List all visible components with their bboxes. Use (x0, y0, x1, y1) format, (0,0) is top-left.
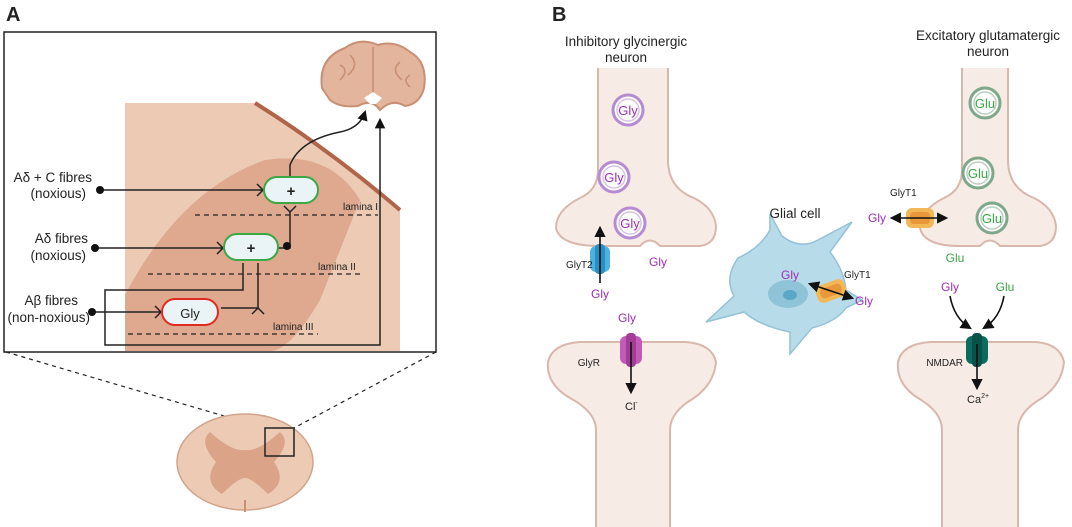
gly-vesicle: Gly (613, 206, 647, 240)
fibre-3-line1: Aβ fibres (24, 293, 78, 308)
excitatory-neuron-2 (223, 233, 279, 261)
nmdar-receptor (949, 295, 1005, 391)
gly-vesicle: Gly (597, 160, 631, 194)
gly-vesicle-label-3: Gly (620, 216, 640, 231)
inhibitory-postsynaptic-terminal (546, 341, 718, 527)
glial-cell (705, 213, 864, 357)
excitatory-postsynaptic-terminal (896, 341, 1066, 527)
excitatory-gly-label: Gly (868, 211, 886, 225)
excitatory-sign-2: + (247, 240, 256, 257)
nmdar-label: NMDAR (926, 358, 963, 369)
glu-vesicle-label-1: Glu (975, 96, 995, 111)
excitatory-sign-1: + (287, 183, 296, 200)
glu-vesicle-label-2: Glu (968, 166, 988, 181)
released-gly-label: Gly (649, 255, 667, 269)
gly-vesicle: Gly (611, 93, 645, 127)
lamina-ii-label: lamina II (318, 262, 356, 273)
synapse-dot (283, 242, 291, 250)
glyr-label: GlyR (578, 358, 600, 369)
glyt2-transporter (590, 225, 610, 283)
glial-gly-label-in: Gly (781, 268, 799, 282)
glyt2-gly-label: Gly (591, 287, 609, 301)
excitatory-title-line2: neuron (967, 44, 1009, 59)
gly-vesicle-label-1: Gly (618, 103, 638, 118)
fibre-terminal-1 (96, 186, 104, 194)
panel-a-label: A (6, 4, 20, 26)
lamina-lines (128, 214, 378, 335)
excitatory-title-line1: Excitatory glutamatergic (916, 28, 1060, 43)
panel-b-label: B (552, 4, 566, 26)
fibre-2-line2: (noxious) (30, 248, 86, 263)
brain-icon (320, 40, 426, 112)
excitatory-glyt1-transporter (889, 208, 949, 228)
glu-vesicle: Glu (961, 156, 995, 190)
glial-cell-label: Glial cell (769, 206, 820, 221)
excitatory-glyt1-label: GlyT1 (890, 188, 917, 199)
fibre-1-line2: (noxious) (30, 186, 86, 201)
glial-glyt1-label: GlyT1 (844, 270, 871, 281)
inhibitory-presynaptic-terminal (554, 68, 718, 247)
excitatory-presynaptic-terminal (918, 68, 1058, 247)
cl-label: Cl- (625, 400, 638, 413)
spinal-cord (176, 413, 314, 512)
fibre-1-line1: Aδ + C fibres (14, 170, 93, 185)
gly-vesicle-label-2: Gly (604, 170, 624, 185)
lamina-i-label: lamina I (343, 202, 378, 213)
glu-vesicle-label-3: Glu (982, 211, 1002, 226)
nmdar-glu-label: Glu (996, 280, 1015, 294)
nmdar-gly-label: Gly (941, 280, 959, 294)
zoom-lines (5, 351, 437, 429)
glial-gly-label-out: Gly (855, 294, 873, 308)
fibre-terminal-2 (91, 244, 99, 252)
excitatory-neuron-1 (263, 176, 319, 204)
fibre-terminal-3 (88, 308, 96, 316)
inhibitory-title-line1: Inhibitory glycinergic (565, 34, 688, 49)
released-glu-label: Glu (946, 251, 965, 265)
glu-vesicle: Glu (975, 201, 1009, 235)
inhibitory-neuron-label: Gly (180, 306, 200, 321)
lamina-iii-label: lamina III (273, 322, 314, 333)
glyr-gly-label: Gly (618, 311, 636, 325)
ca-label: Ca2+ (967, 393, 989, 406)
glyr-receptor (620, 333, 642, 395)
glial-glyt1-transporter (807, 279, 855, 303)
inhibitory-neuron (161, 298, 219, 326)
fibre-3-line2: (non-noxious) (7, 310, 90, 325)
inhibitory-title-line2: neuron (605, 50, 647, 65)
fibre-2-line1: Aδ fibres (35, 231, 89, 246)
glu-vesicle: Glu (968, 86, 1002, 120)
glyt2-label: GlyT2 (566, 260, 593, 271)
